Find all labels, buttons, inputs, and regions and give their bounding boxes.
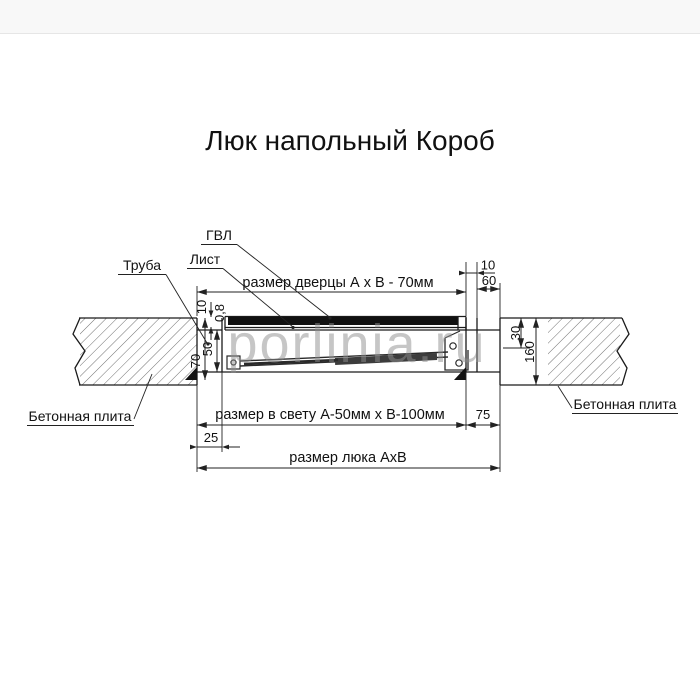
gvl-board [228,317,458,325]
gas-spring-rod [243,358,339,366]
dim-tube-width-arrow-left [190,444,197,450]
dim-tube-width-arrow-right [222,444,229,450]
dim-flange-top-label: 60 [482,273,496,288]
concrete-right-leader [557,385,573,409]
arm-upper-line [239,351,449,362]
gvl-leader [236,244,331,318]
tube-leader-dot [206,342,210,346]
left-concrete-slab [72,317,198,386]
weld-mark-right [454,367,466,380]
dimension-lines: размер дверцы А х В - 70мм 10 60 10 0,8 … [188,258,540,472]
left-slab-hatch [80,318,197,385]
dim-lid-thk-arrow-top [208,310,214,317]
dim-hatch-size-label: размер люка АхВ [289,450,406,466]
sheet-leader-dot [291,325,295,330]
dim-sheet-thickness-label: 0,8 [212,304,227,322]
hatch-lid [224,315,467,331]
dim-clear-size-label: размер в свету А-50мм х В-100мм [215,407,444,423]
dim-slab-thickness-label: 160 [522,341,537,363]
dim-flange-bottom-label: 75 [476,407,490,422]
right-pivot-upper [449,342,457,350]
left-hinge-bracket [226,355,241,370]
right-pivot-lower [455,359,463,367]
right-concrete-slab [499,317,630,386]
tube-leader [165,274,208,344]
left-break-line [72,317,86,386]
gvl-label: ГВЛ [206,227,232,243]
sheet-label: Лист [190,251,221,267]
dim-gap-top-arrow-right [477,270,484,276]
top-band [0,0,700,33]
dim-door-size-label: размер дверцы А х В - 70мм [242,275,433,291]
concrete-left-leader [133,373,153,420]
gas-spring-cylinder [334,353,438,365]
dim-gap-top-label: 10 [481,258,495,273]
dim-gap-top-arrow-left [459,270,466,276]
right-break-line [616,317,630,386]
page-top-band [0,0,700,34]
weld-mark-left [185,367,197,380]
concrete-slab-right-label: Бетонная плита [574,396,677,412]
latch-link [444,330,461,339]
dim-box-depth-label: 70 [188,354,203,368]
dim-lid-thickness-label: 10 [194,300,209,314]
gvl-leader-dot [328,316,332,320]
dim-tube-width-label: 25 [204,430,218,445]
right-slab-hatch [548,318,620,385]
drawing-title: Люк напольный Короб [205,125,495,156]
left-pivot [230,359,237,366]
right-hinge-bracket [444,338,469,371]
dim-right-offset-label: 30 [508,326,523,340]
concrete-slab-left-label: Бетонная плита [29,408,132,424]
lift-mechanism [226,330,469,371]
extension-lines [196,262,530,472]
callout-labels: ГВЛ Лист Труба Бетонная плита Бетонная п… [27,227,678,426]
tube-label: Труба [123,257,161,273]
watermark: porlinia.ru [227,314,486,374]
hatch-frame [197,318,500,373]
sheet-leader [222,268,294,328]
